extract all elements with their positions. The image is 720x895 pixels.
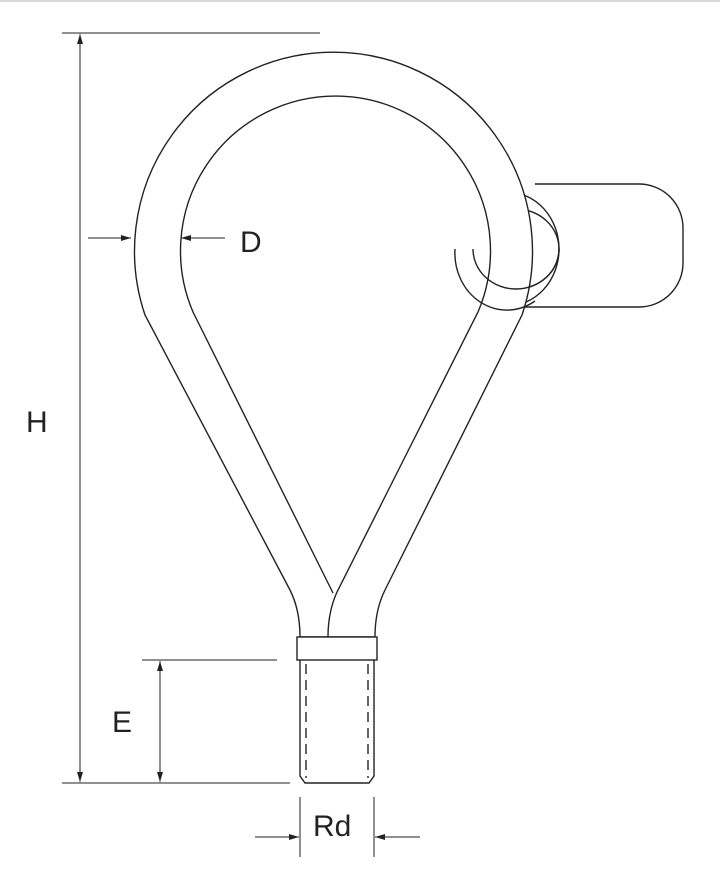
plate: [520, 183, 684, 308]
top-border: [0, 0, 720, 2]
label-h: H: [26, 406, 48, 439]
collar: [296, 636, 378, 661]
label-e: E: [112, 706, 132, 739]
label-rd: Rd: [313, 810, 351, 843]
loop-outer: [133, 51, 534, 638]
threaded-end: [299, 660, 375, 784]
label-d: D: [240, 226, 262, 259]
loop-inner-left: [179, 95, 492, 638]
